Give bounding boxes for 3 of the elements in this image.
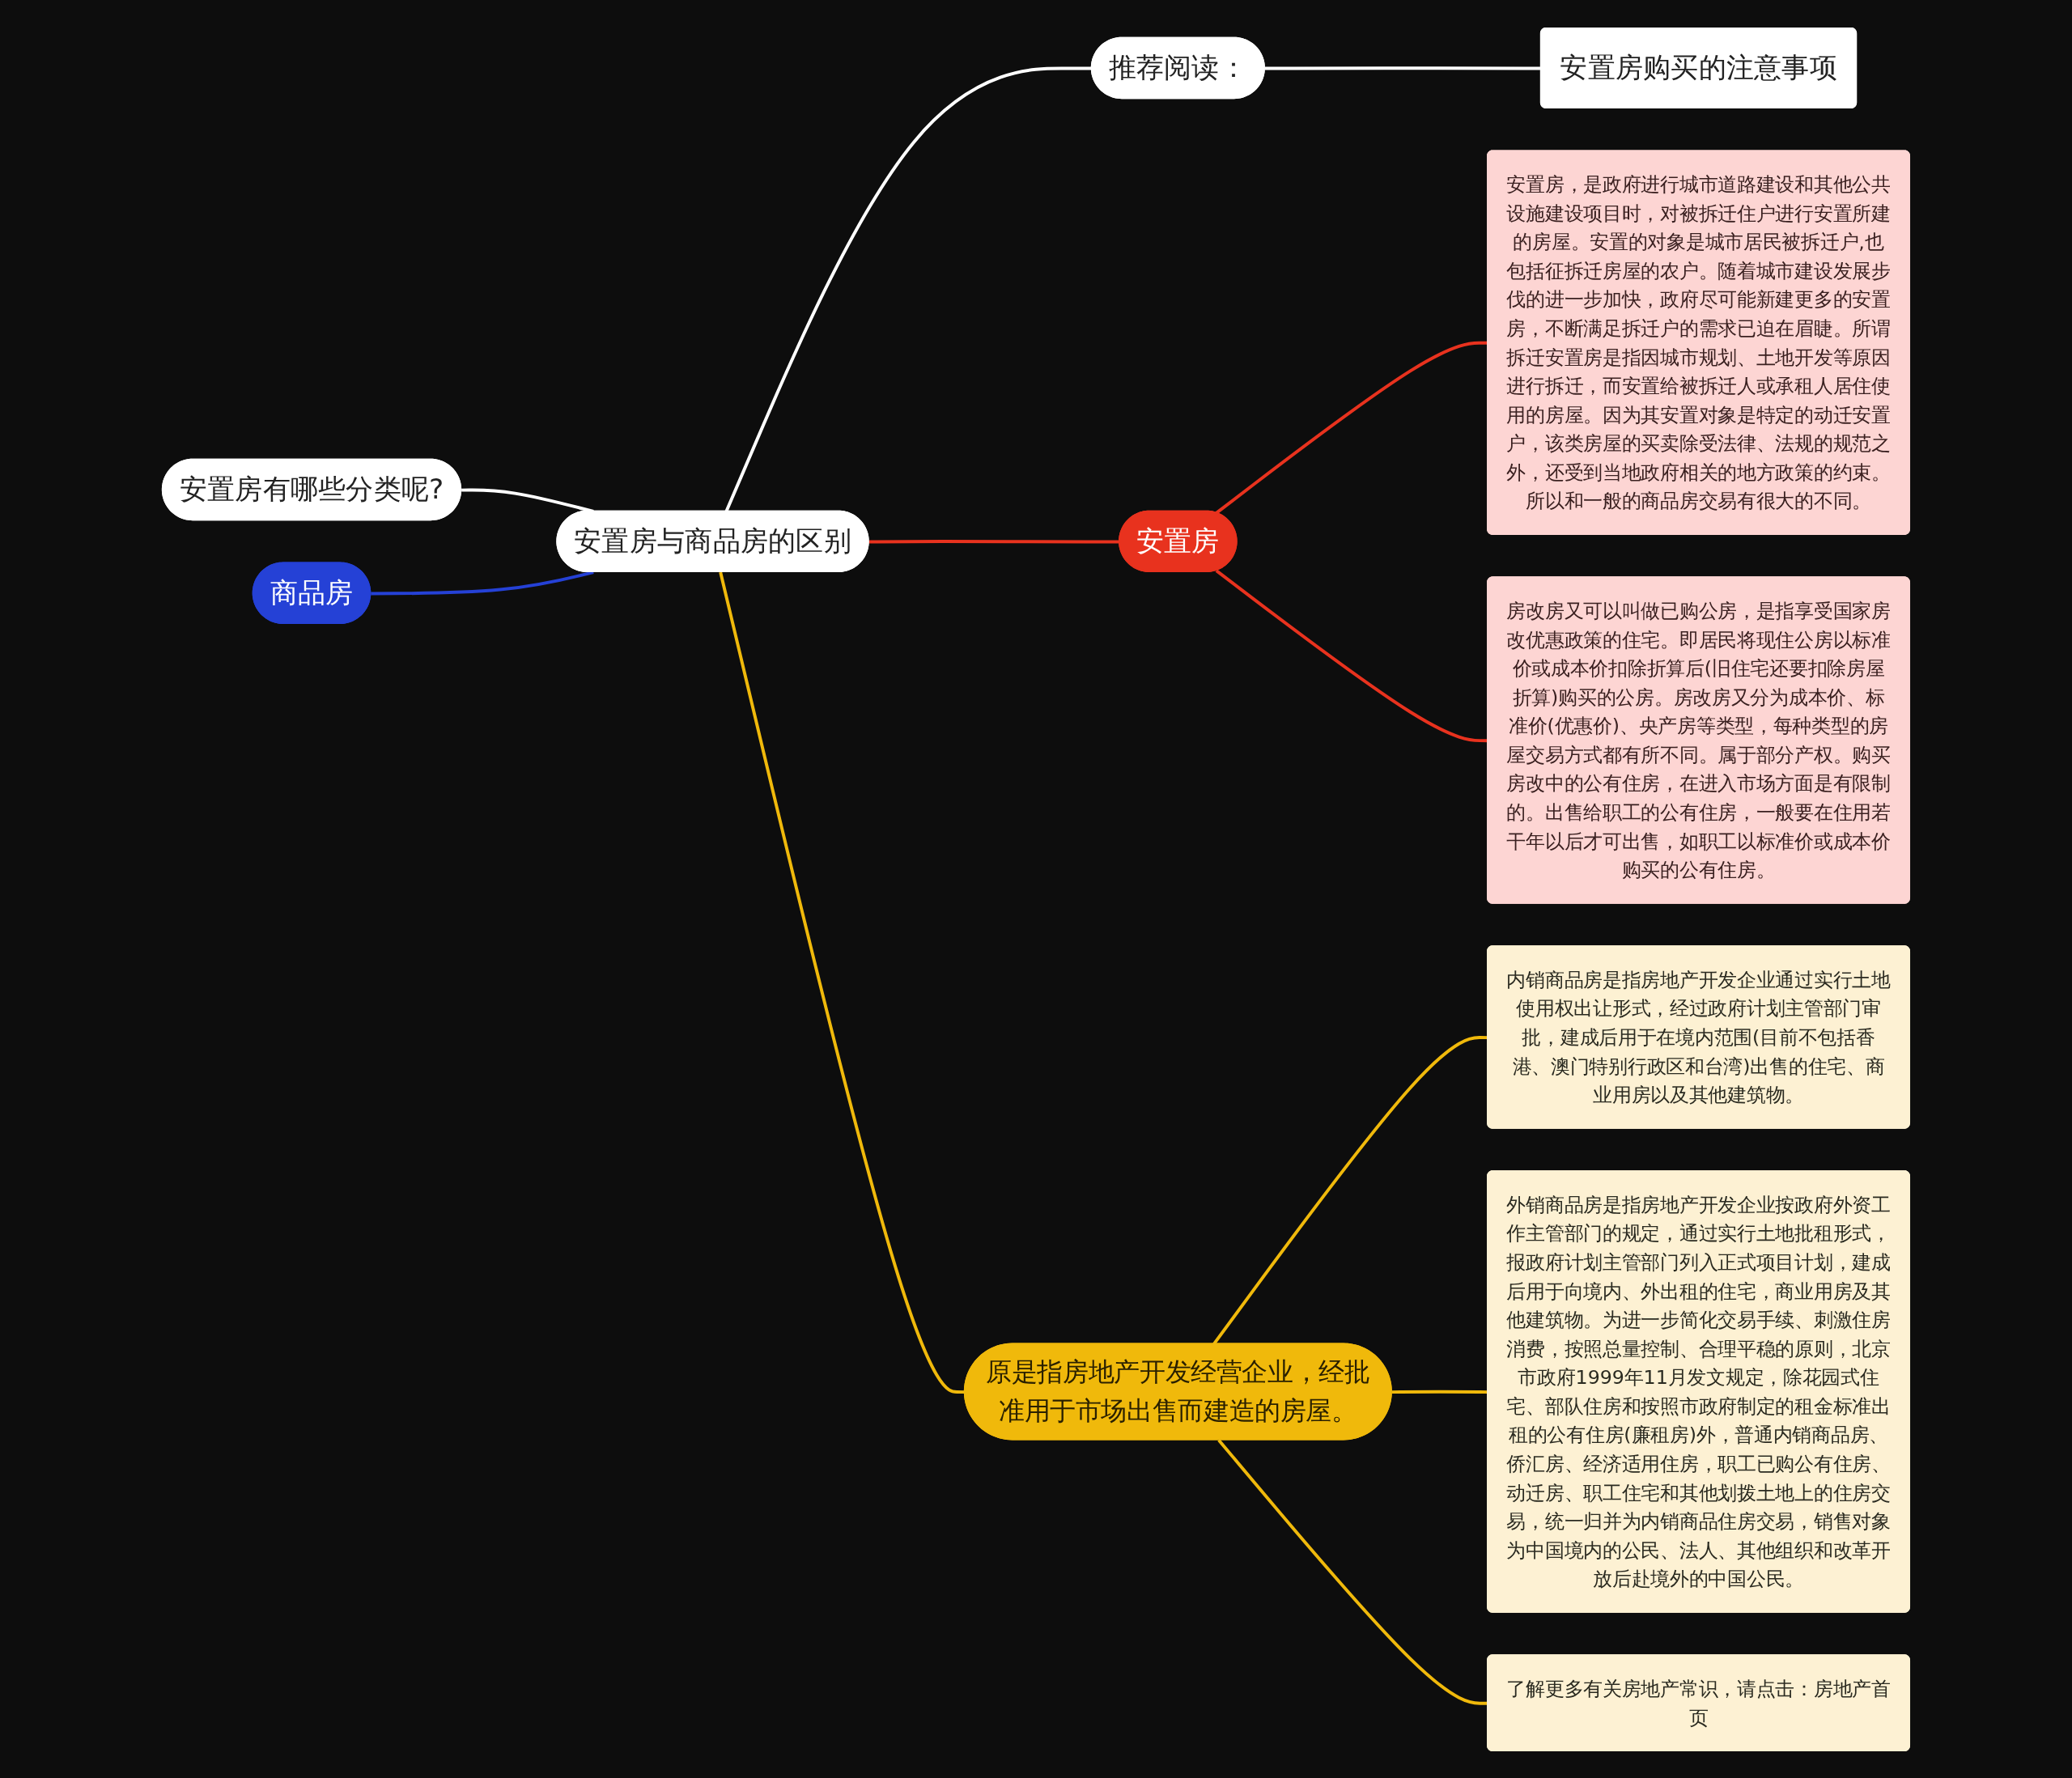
connector [719, 571, 966, 1394]
connector [371, 570, 594, 595]
connector [868, 539, 1120, 543]
